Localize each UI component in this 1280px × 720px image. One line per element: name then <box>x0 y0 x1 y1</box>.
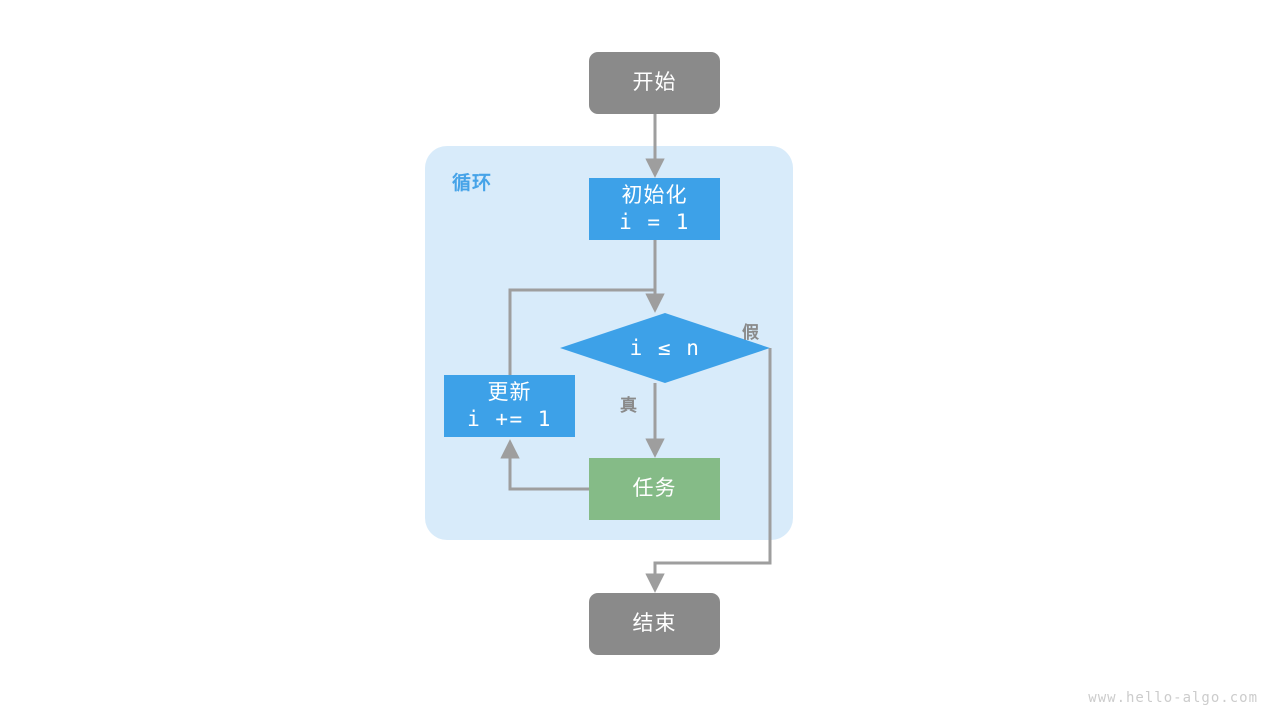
edge-task-to-update <box>500 439 589 491</box>
node-end[interactable]: 结束 <box>589 593 720 655</box>
node-start-label: 开始 <box>632 70 677 94</box>
edge-update-to-condition <box>508 288 655 375</box>
node-update[interactable]: 更新 i += 1 <box>444 375 575 437</box>
loop-container-label: 循环 <box>452 173 493 194</box>
node-condition[interactable]: i ≤ n <box>560 313 770 383</box>
node-condition-label: i ≤ n <box>629 336 701 360</box>
node-initialize-expression: i = 1 <box>619 209 690 234</box>
node-task-label: 任务 <box>632 476 677 500</box>
node-initialize-title: 初始化 <box>621 183 688 207</box>
node-task[interactable]: 任务 <box>589 458 720 520</box>
node-initialize[interactable]: 初始化 i = 1 <box>589 178 720 240</box>
edge-label-true: 真 <box>620 396 637 415</box>
node-start[interactable]: 开始 <box>589 52 720 114</box>
watermark: www.hello-algo.com <box>1088 690 1258 706</box>
node-end-label: 结束 <box>632 611 677 635</box>
node-update-title: 更新 <box>487 380 532 404</box>
node-update-expression: i += 1 <box>467 406 552 431</box>
edge-condition-to-end <box>645 348 772 593</box>
edge-label-false: 假 <box>742 323 759 342</box>
